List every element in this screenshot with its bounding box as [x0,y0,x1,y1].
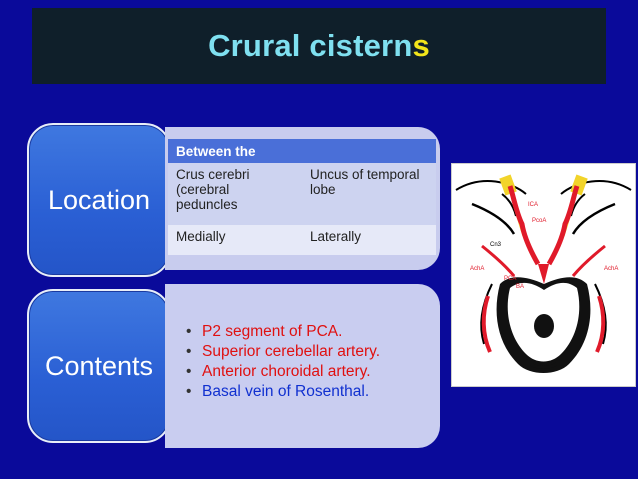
acha-left-label: AchA [470,266,484,272]
brainstem-diagram: ICA PcoA Cn3 AchA PCA BA AchA [455,174,632,373]
table-cell: Crus cerebri (cerebral peduncles [168,163,302,225]
table-header: Between the [168,139,436,163]
list-item: P2 segment of PCA. [184,322,380,342]
location-label-box: Location [27,123,171,277]
list-item: Superior cerebellar artery. [184,342,380,362]
title-bar: Crural cisterns [32,8,606,84]
contents-label-box: Contents [27,289,171,443]
anatomy-figure: ICA PcoA Cn3 AchA PCA BA AchA [451,163,636,387]
pcoa-label: PcoA [532,218,546,224]
table-row: Crus cerebri (cerebral peduncles Uncus o… [168,163,436,225]
ba-label: BA [516,284,524,290]
table-row: Medially Laterally [168,225,436,255]
table-cell: Uncus of temporal lobe [302,163,436,225]
acha-right-label: AchA [604,266,618,272]
cn3-label: Cn3 [490,242,502,248]
list-item-text: Superior cerebellar artery. [202,343,381,360]
table-cell: Medially [168,225,302,255]
title-accent: s [412,28,430,63]
list-item: Basal vein of Rosenthal. [184,382,380,402]
ica-label: ICA [528,202,538,208]
contents-list: P2 segment of PCA. Superior cerebellar a… [184,322,380,402]
location-label: Location [47,184,151,215]
list-item-text: P2 segment of PCA. [202,323,343,340]
list-item: Anterior choroidal artery. [184,362,380,382]
pca-label: PCA [504,276,516,282]
list-item-text: Basal vein of Rosenthal. [202,383,370,400]
location-table: Between the Crus cerebri (cerebral pedun… [168,139,436,255]
slide-title: Crural cisterns [208,28,430,63]
contents-label: Contents [44,350,154,381]
table-cell: Laterally [302,225,436,255]
list-item-text: Anterior choroidal artery. [202,363,371,380]
